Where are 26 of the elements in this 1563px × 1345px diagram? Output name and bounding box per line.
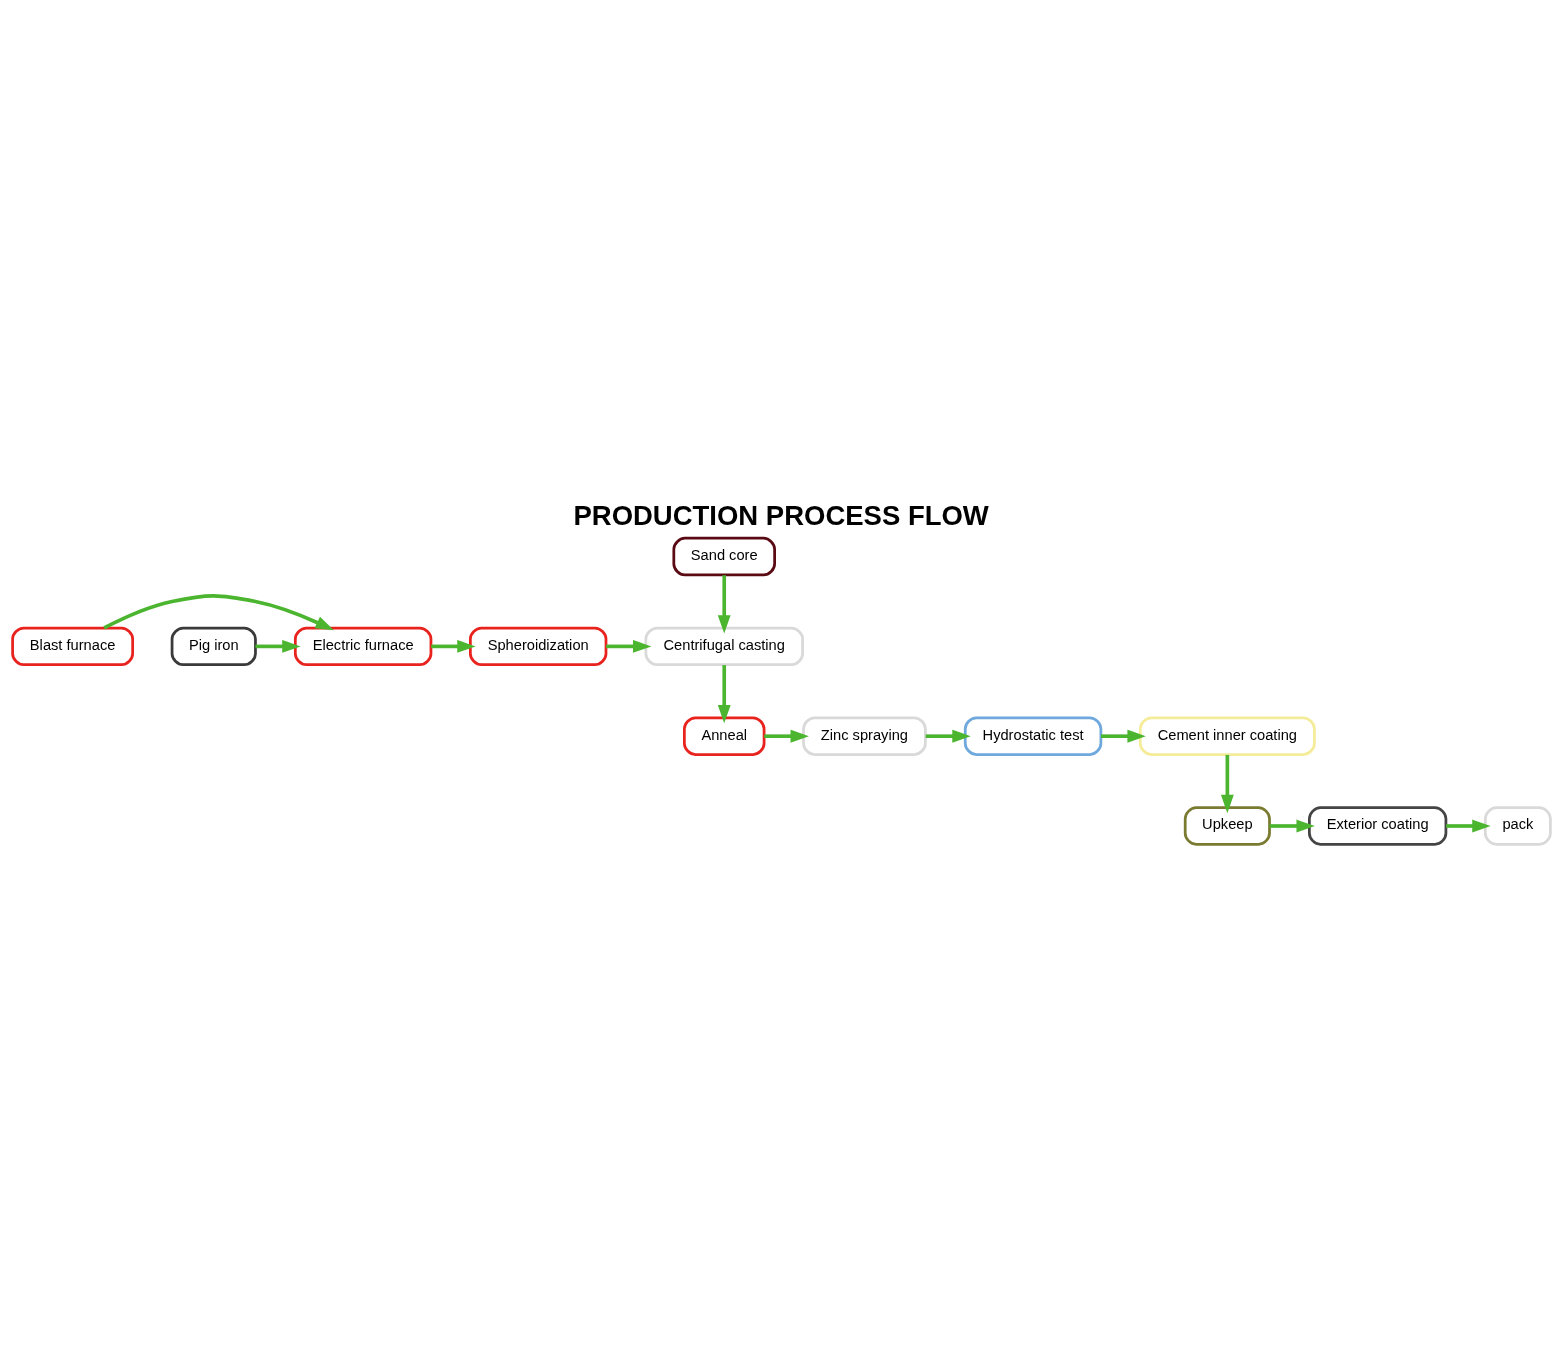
arrow <box>103 594 334 631</box>
node-box: pack <box>1483 806 1552 846</box>
arrow <box>764 729 809 743</box>
node-box: Electric furnace <box>293 626 433 667</box>
node-box: Exterior coating <box>1308 806 1448 846</box>
node-box: Spheroidization <box>469 626 608 667</box>
arrow <box>717 665 731 724</box>
arrow <box>431 639 476 653</box>
arrow <box>255 639 301 653</box>
arrow <box>1220 754 1234 814</box>
arrow <box>925 729 971 743</box>
node-box: Upkeep <box>1183 806 1271 846</box>
arrow <box>1269 819 1315 833</box>
diagram-title: PRODUCTION PROCESS FLOW <box>573 500 989 532</box>
node-box: Anneal <box>683 716 766 756</box>
node-box: Pig iron <box>170 626 257 667</box>
node-box: Centrifugal casting <box>644 626 804 667</box>
node-box: Sand core <box>672 536 776 577</box>
node-box: Hydrostatic test <box>963 716 1103 756</box>
node-box: Blast furnace <box>11 626 135 667</box>
node-box: Zinc spraying <box>802 716 927 756</box>
arrow <box>717 575 731 634</box>
node-box: Cement inner coating <box>1138 716 1316 756</box>
arrow <box>1101 729 1146 743</box>
arrow <box>606 639 652 653</box>
arrow <box>1446 819 1491 833</box>
